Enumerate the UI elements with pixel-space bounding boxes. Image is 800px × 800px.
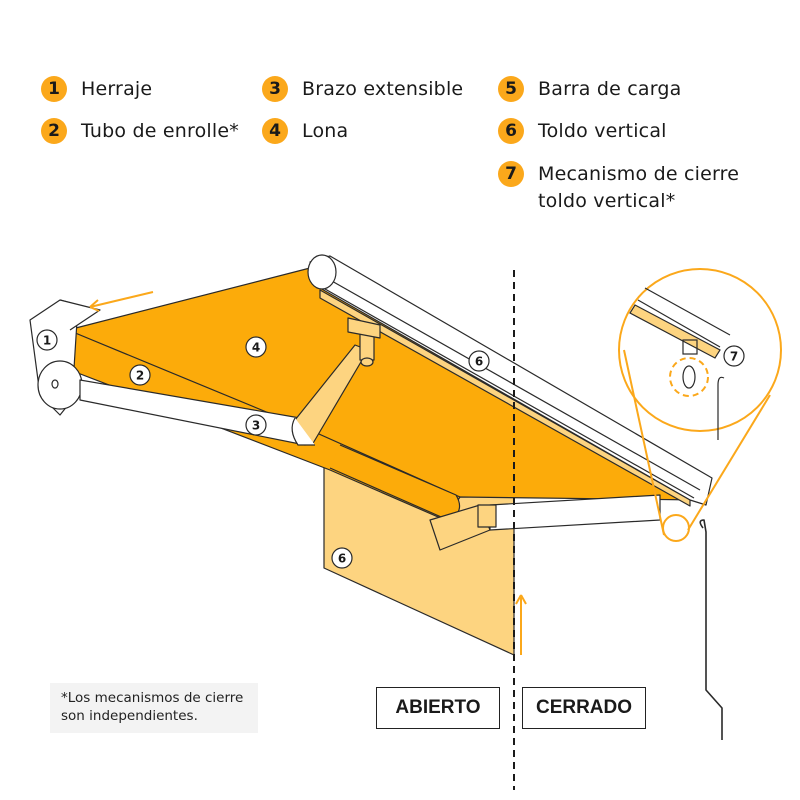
callout-7 — [723, 345, 745, 367]
svg-text:1: 1 — [43, 334, 51, 348]
number-badge: 6 — [498, 118, 524, 144]
number-badge: 4 — [262, 118, 288, 144]
callout-4 — [245, 336, 267, 358]
svg-text:4: 4 — [252, 341, 260, 355]
legend-label: Lona — [302, 120, 349, 142]
legend-label: Brazo extensible — [302, 78, 464, 100]
state-closed-label: CERRADO — [522, 687, 646, 729]
callout-3 — [245, 414, 267, 436]
number-badge: 2 — [41, 118, 67, 144]
svg-text:7: 7 — [730, 350, 738, 364]
raise-arrow-icon — [515, 594, 527, 655]
callouts: 1 2 3 4 6 6 7 — [36, 329, 745, 569]
legend-item-1: 1 Herraje — [41, 76, 152, 103]
footnote-line2: son independientes. — [61, 708, 198, 724]
legend-item-6: 6 Toldo vertical — [498, 118, 667, 145]
legend-item-4: 4 Lona — [262, 118, 348, 145]
callout-6-panel — [331, 547, 353, 569]
svg-text:6: 6 — [475, 355, 483, 369]
number-badge: 7 — [498, 161, 524, 187]
number-badge: 1 — [41, 76, 67, 102]
legend-label-line1: Mecanismo de cierre — [538, 163, 740, 185]
callout-2 — [129, 364, 151, 386]
svg-text:2: 2 — [136, 369, 144, 383]
retract-arrow-icon — [89, 291, 154, 312]
legend-label: Mecanismo de cierre toldo vertical* — [538, 161, 739, 215]
legend-item-7: 7 Mecanismo de cierre toldo vertical* — [498, 161, 739, 215]
legend-label: Tubo de enrolle* — [81, 120, 239, 142]
svg-text:6: 6 — [338, 552, 346, 566]
footnote: *Los mecanismos de cierre son independie… — [50, 683, 258, 733]
legend-item-3: 3 Brazo extensible — [262, 76, 463, 103]
crank-rod — [699, 519, 723, 740]
legend-item-5: 5 Barra de carga — [498, 76, 682, 103]
legend-label-line2: toldo vertical* — [538, 190, 676, 212]
svg-text:3: 3 — [252, 419, 260, 433]
legend-item-2: 2 Tubo de enrolle* — [41, 118, 239, 145]
footnote-line1: *Los mecanismos de cierre — [61, 690, 244, 706]
legend-label: Herraje — [81, 78, 153, 100]
number-badge: 3 — [262, 76, 288, 102]
state-open-label: ABIERTO — [376, 687, 500, 729]
number-badge: 5 — [498, 76, 524, 102]
callout-6-top — [468, 350, 490, 372]
legend-label: Barra de carga — [538, 78, 682, 100]
legend-label: Toldo vertical — [538, 120, 667, 142]
callout-1 — [36, 329, 58, 351]
